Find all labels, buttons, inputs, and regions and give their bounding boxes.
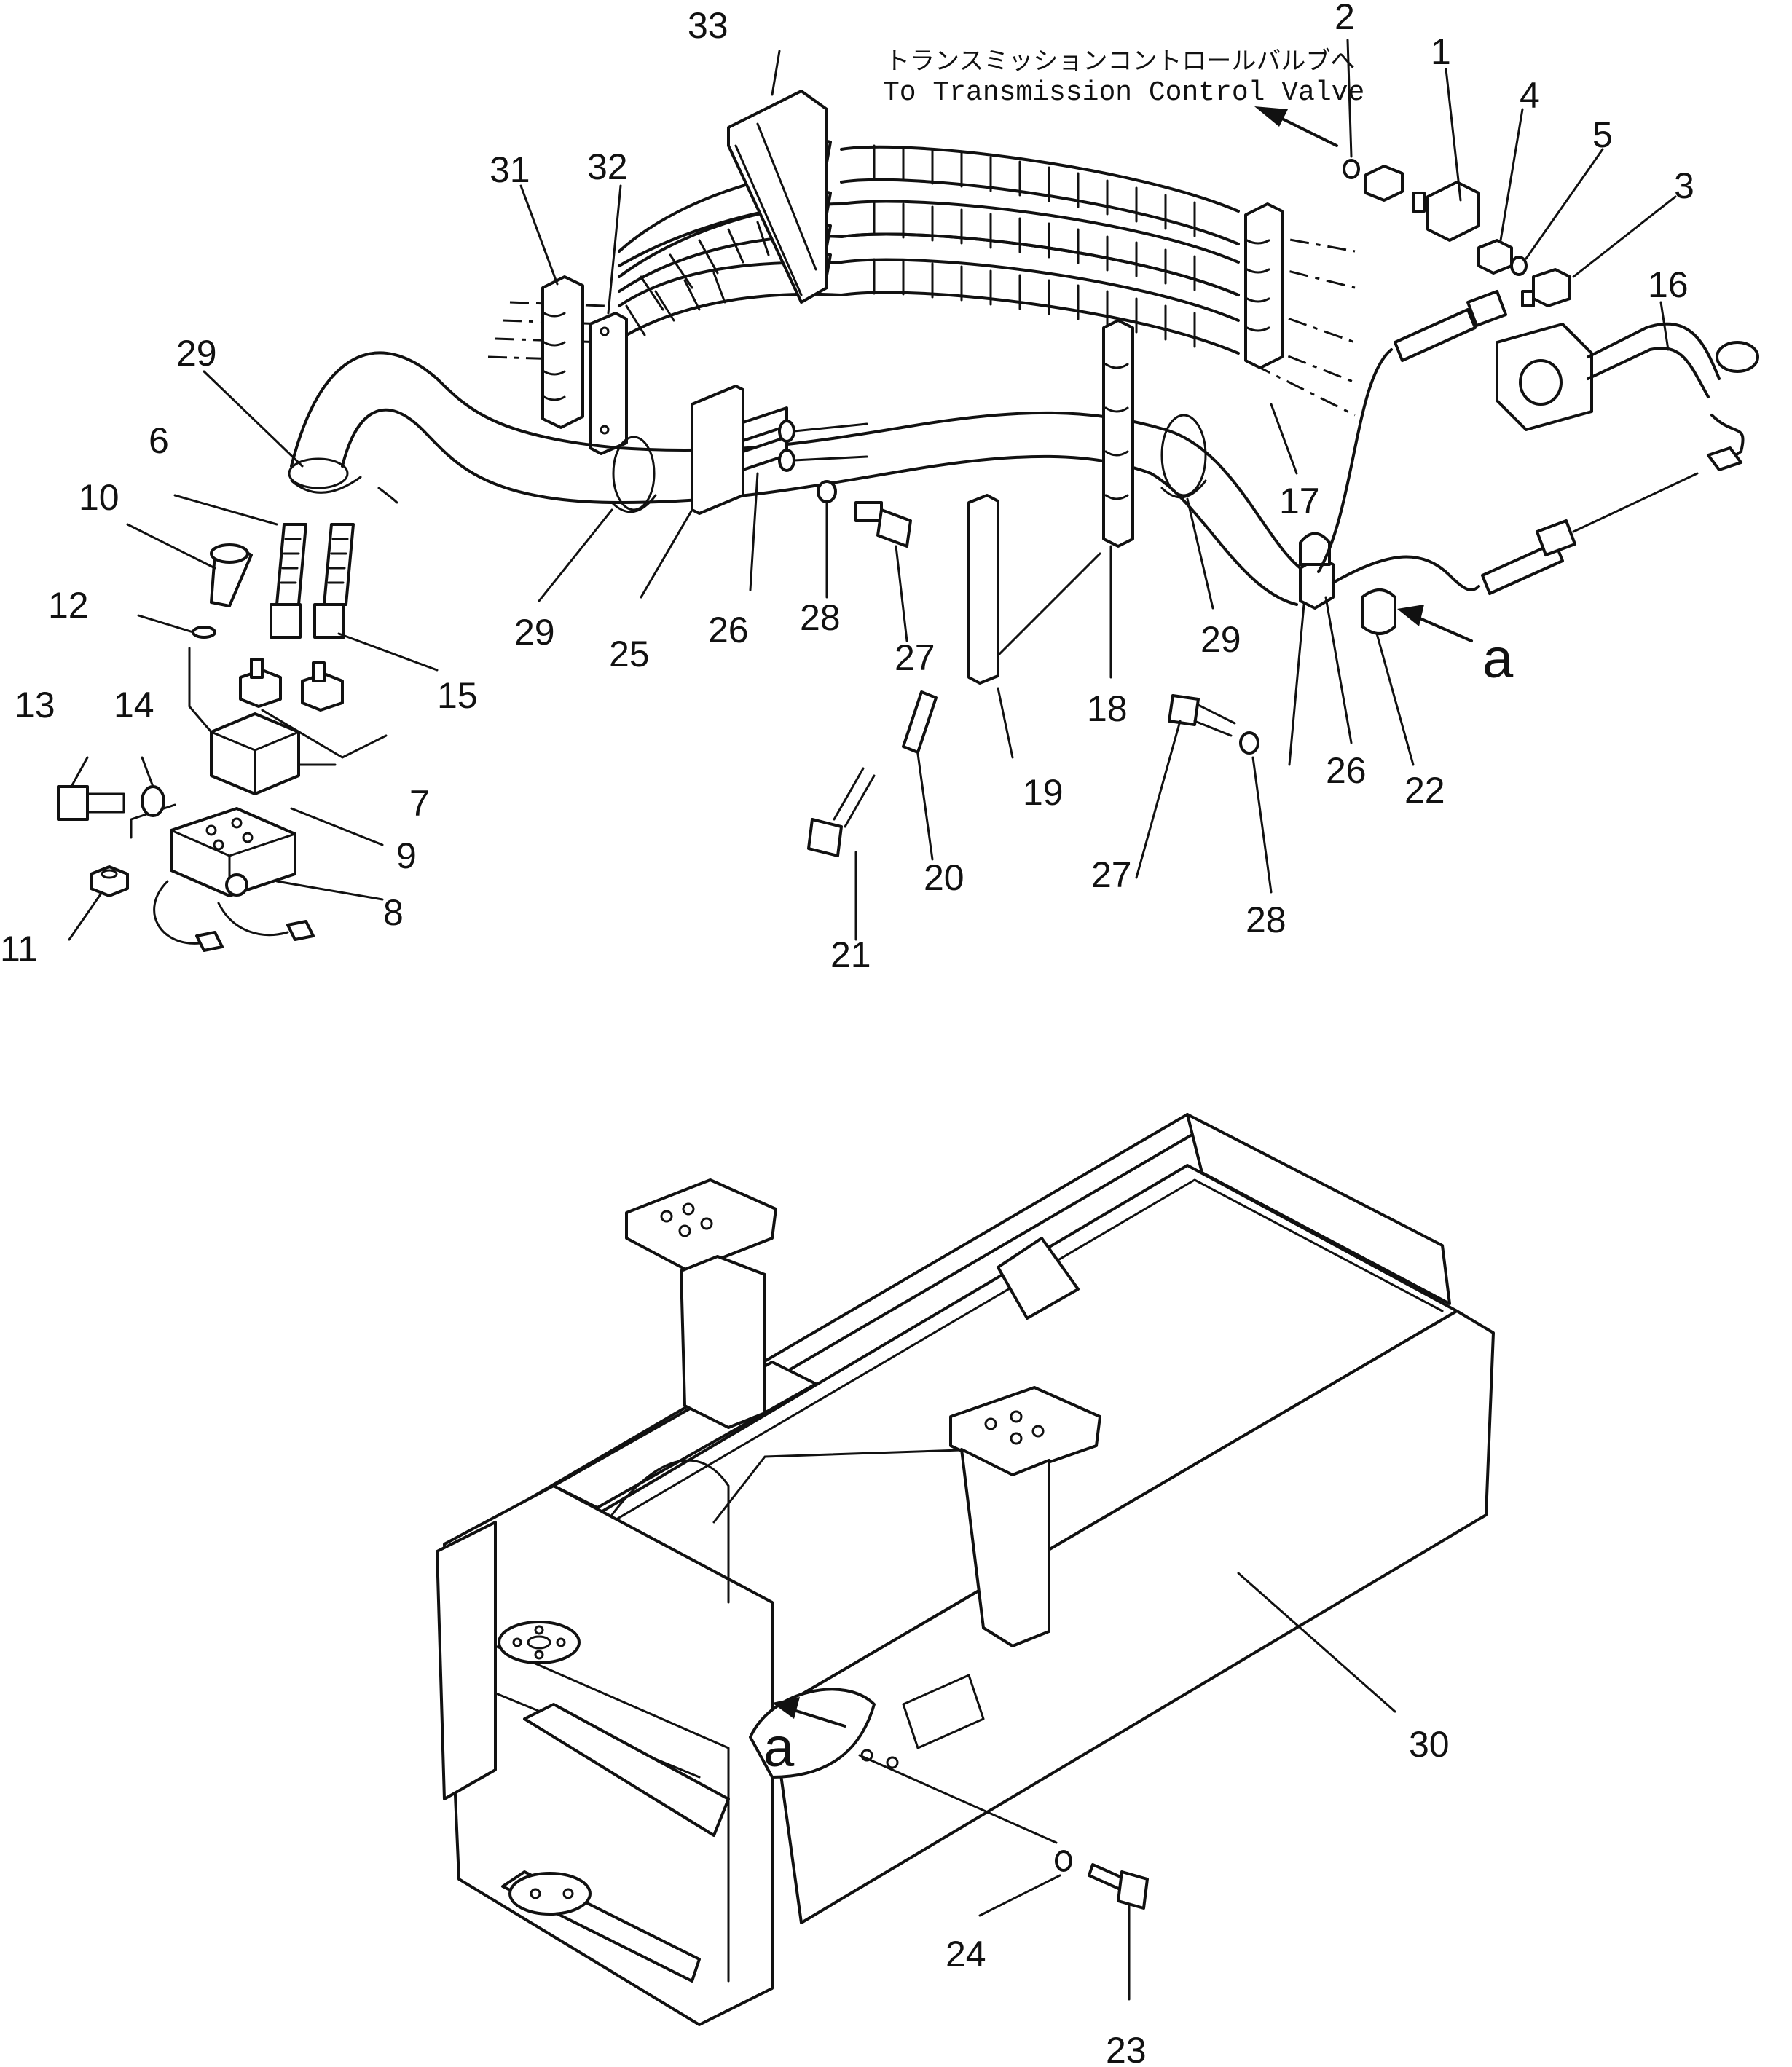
- callout-26-left: 26: [708, 610, 749, 650]
- callout-2: 2: [1335, 0, 1355, 37]
- callout-28-lower: 28: [1246, 899, 1286, 940]
- callout-1: 1: [1431, 31, 1451, 72]
- callout-24: 24: [946, 1934, 986, 1975]
- callout-32: 32: [587, 146, 628, 187]
- switch-1-fittings: [1343, 159, 1571, 307]
- bolt-23-washer-24: [1055, 1850, 1149, 1910]
- callout-22: 22: [1404, 770, 1445, 811]
- bolt-27-washer-28-upper: [817, 480, 912, 548]
- callout-10: 10: [79, 477, 119, 518]
- view-a-marker-frame: a: [763, 1697, 846, 1779]
- callout-26-right: 26: [1326, 750, 1367, 791]
- callout-30: 30: [1409, 1724, 1450, 1765]
- bolt-27-washer-28-lower: [1168, 603, 1305, 766]
- hose-bundle: [487, 90, 1356, 417]
- callout-11: 11: [0, 929, 38, 969]
- callout-27-upper: 27: [895, 637, 935, 678]
- pin-20-bolt-21: [807, 690, 938, 857]
- main-hose: [288, 351, 1313, 606]
- callout-31: 31: [490, 149, 530, 190]
- callout-9: 9: [396, 835, 417, 876]
- callout-25: 25: [609, 634, 650, 674]
- bolt-10-washer-12: [192, 543, 253, 639]
- frame-30: [436, 1113, 1495, 2026]
- callout-20: 20: [924, 857, 964, 898]
- note-english: To Transmission Control Valve: [883, 77, 1364, 109]
- fitting-26-spacer-22: [1299, 532, 1396, 635]
- bolt-13-washer-14-nut-11: [57, 785, 165, 897]
- leader-lines: [68, 39, 1677, 2001]
- hose-ends-6-15: [270, 523, 355, 639]
- clamp-18-plate-19: [967, 319, 1134, 685]
- callout-16: 16: [1648, 264, 1689, 305]
- view-a-label-frame: a: [763, 1717, 795, 1779]
- note-japanese: トランスミッションコントロールバルブへ: [885, 47, 1355, 76]
- callout-29-left: 29: [514, 612, 555, 653]
- callout-21: 21: [830, 934, 871, 975]
- callout-29-top: 29: [176, 333, 217, 374]
- pipe-assembly-16: [1496, 322, 1759, 471]
- callout-8: 8: [383, 892, 404, 933]
- callout-4: 4: [1520, 75, 1540, 116]
- block-8: [130, 803, 315, 952]
- clamp-31-32: [541, 275, 628, 455]
- destination-note: トランスミッションコントロールバルブへ To Transmission Cont…: [883, 47, 1364, 147]
- hoses-to-16: [1317, 290, 1699, 595]
- note-arrow-head: [1254, 106, 1288, 127]
- callout-7: 7: [409, 783, 430, 824]
- view-a-marker-top: a: [1397, 605, 1514, 690]
- callout-17: 17: [1279, 481, 1320, 521]
- clamp-17: [1244, 202, 1284, 369]
- junction-25: [691, 385, 868, 515]
- callout-33: 33: [688, 5, 728, 46]
- callout-19: 19: [1023, 772, 1064, 813]
- callout-14: 14: [114, 685, 154, 725]
- callout-15: 15: [437, 675, 478, 716]
- callout-28-upper: 28: [800, 597, 841, 638]
- callout-18: 18: [1087, 688, 1128, 729]
- callout-6: 6: [149, 420, 169, 461]
- view-a-label-top: a: [1482, 628, 1514, 690]
- callout-13: 13: [15, 685, 55, 725]
- callout-3: 3: [1674, 165, 1694, 206]
- callout-29-right: 29: [1200, 619, 1241, 660]
- adapters-7: [239, 658, 388, 759]
- callout-23: 23: [1106, 2030, 1147, 2067]
- note-arrow: [1273, 114, 1338, 147]
- callout-12: 12: [48, 585, 89, 626]
- callout-labels: 1 2 3 4 5 6 7 8 9 10 11 12 13 14 15 16 1…: [0, 0, 1694, 2067]
- callout-27-lower: 27: [1091, 854, 1132, 895]
- callout-5: 5: [1592, 114, 1613, 155]
- block-9: [188, 647, 337, 795]
